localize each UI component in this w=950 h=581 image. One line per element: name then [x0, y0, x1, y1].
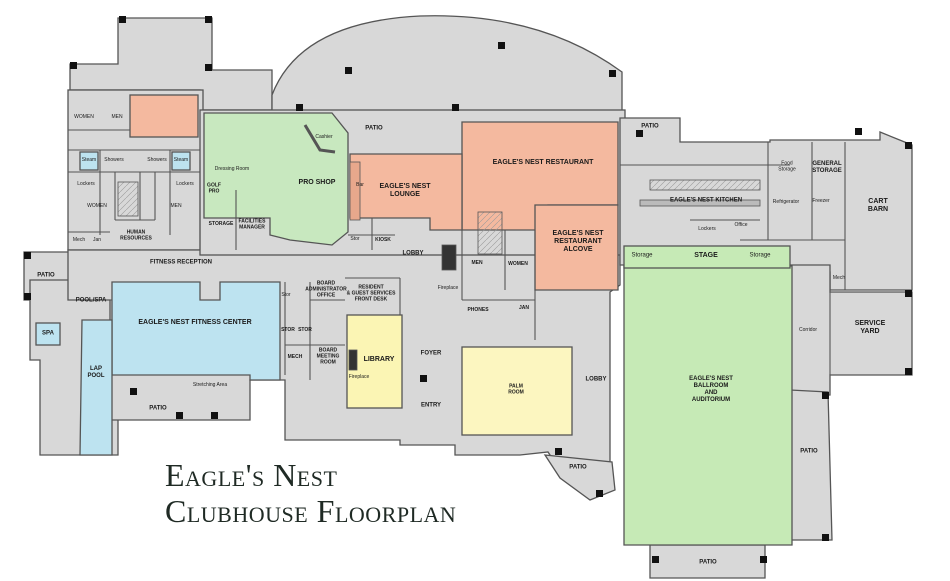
label-storage-stage-left: Storage — [631, 252, 653, 259]
patio-entry-area — [543, 454, 616, 501]
label-phones: PHONES — [467, 307, 489, 314]
label-kitchen: EAGLE'S NEST KITCHEN — [669, 197, 743, 204]
label-stor-lounge: Stor — [350, 236, 360, 243]
label-storage-stage-right: Storage — [749, 252, 771, 259]
label-human-resources: HUMAN RESOURCES — [120, 229, 152, 241]
label-facilities-manager: FACILITIES MANAGER — [238, 218, 266, 230]
columns — [24, 16, 912, 563]
label-fitness-center: EAGLE'S NEST FITNESS CENTER — [138, 318, 252, 326]
label-showers-left: Showers — [104, 157, 124, 164]
label-golf-pro: GOLF PRO — [207, 182, 221, 194]
cashier-counter — [303, 124, 336, 154]
label-freezer: Freezer — [812, 198, 830, 205]
label-showers-right: Showers — [147, 157, 167, 164]
label-foyer: FOYER — [420, 350, 442, 357]
palm-room-fill — [461, 346, 573, 436]
label-men-top: MEN — [111, 114, 123, 121]
label-fireplace-lobby: Fireplace — [437, 285, 459, 292]
label-board-admin: BOARD ADMINISTRATOR OFFICE — [305, 280, 347, 298]
label-stretching-area: Stretching Area — [192, 382, 228, 389]
label-refrigerator: Refrigerator — [772, 199, 800, 206]
label-stor-b: STOR — [298, 327, 312, 334]
label-pro-shop: PRO SHOP — [298, 178, 336, 186]
label-patio-entry: PATIO — [569, 464, 587, 471]
bar-counter — [349, 161, 361, 221]
lap-pool-fill — [79, 319, 113, 456]
label-board-meeting: BOARD MEETING ROOM — [316, 347, 340, 365]
interior-walls — [68, 129, 846, 380]
label-food-storage: Food Storage — [778, 160, 796, 172]
label-patio-fitness: PATIO — [149, 405, 167, 412]
fitness-center-fill — [111, 281, 281, 381]
label-lockers-right: Lockers — [176, 181, 194, 188]
label-patio-top: PATIO — [365, 125, 383, 132]
spa-fill — [35, 322, 61, 346]
label-men-center: MEN — [471, 260, 483, 267]
label-alcove: EAGLE'S NEST RESTAURANT ALCOVE — [552, 229, 604, 254]
label-jan-center: JAN — [518, 305, 530, 312]
steam-right-fill — [171, 151, 191, 171]
fireplace-library-block — [348, 349, 358, 371]
label-women-top: WOMEN — [74, 114, 94, 121]
label-bar: Bar — [356, 182, 364, 189]
label-fitness-reception: FITNESS RECEPTION — [149, 259, 213, 266]
title-line-2: Clubhouse Floorplan — [165, 492, 457, 529]
floorplan-title: Eagle's Nest Clubhouse Floorplan — [165, 457, 457, 530]
label-corridor: Corridor — [798, 327, 818, 334]
ballroom-fill — [623, 265, 793, 546]
label-patio-west: PATIO — [37, 272, 55, 279]
label-mech-center: MECH — [287, 354, 303, 361]
label-lap-pool: LAP POOL — [87, 366, 105, 379]
label-resident-services: RESIDENT & GUEST SERVICES FRONT DESK — [346, 284, 396, 302]
label-mech-west: Mech — [72, 237, 86, 244]
label-cart-barn: CART BARN — [867, 197, 889, 213]
label-patio-east: PATIO — [800, 448, 818, 455]
stair-west — [117, 181, 139, 217]
label-lounge: EAGLE'S NEST LOUNGE — [379, 182, 431, 198]
label-women-lower: WOMEN — [87, 203, 107, 210]
restaurant-west-fill — [129, 94, 199, 138]
label-lockers-left: Lockers — [77, 181, 95, 188]
label-stor-admin: Stor — [281, 292, 291, 299]
label-lobby-south: LOBBY — [585, 376, 607, 383]
label-patio-top-right: PATIO — [641, 123, 659, 130]
label-steam-right: Steam — [173, 157, 189, 164]
label-jan-west: Jan — [92, 237, 102, 244]
label-ballroom: EAGLE'S NEST BALLROOM AND AUDITORIUM — [689, 376, 733, 403]
steam-left-fill — [79, 151, 99, 171]
restroom-stalls — [477, 211, 503, 255]
label-mech-east: Mech — [832, 275, 846, 282]
label-office: Office — [734, 222, 748, 229]
label-storage-proshop: STORAGE — [208, 221, 234, 228]
label-cashier: Cashier — [315, 134, 333, 141]
label-fireplace-library: Fireplace — [348, 374, 370, 381]
label-lobby-north: LOBBY — [402, 250, 424, 257]
label-stor-a: STOR — [281, 327, 295, 334]
patio-east-area — [789, 389, 833, 541]
label-steam-left: Steam — [81, 157, 97, 164]
label-stage: STAGE — [694, 251, 718, 259]
kitchen-counter — [639, 199, 761, 207]
label-restaurant: EAGLE'S NEST RESTAURANT — [492, 158, 594, 166]
label-pool-spa: POOL/SPA — [75, 297, 107, 304]
label-patio-bottom: PATIO — [699, 559, 717, 566]
fireplace-lobby-block — [441, 244, 457, 271]
kitchen-line — [649, 179, 761, 191]
title-line-1: Eagle's Nest — [165, 457, 338, 493]
label-men-lower: MEN — [170, 203, 182, 210]
label-service-yard: SERVICE YARD — [854, 319, 886, 335]
label-women-center: WOMEN — [508, 261, 528, 268]
label-kiosk: KIOSK — [375, 237, 391, 244]
label-general-storage: GENERAL STORAGE — [812, 161, 842, 174]
label-dressing-room: Dressing Room — [214, 166, 250, 173]
label-entry: ENTRY — [420, 402, 442, 409]
fixtures — [117, 124, 761, 371]
label-library: LIBRARY — [363, 355, 395, 363]
label-spa: SPA — [42, 330, 54, 337]
label-palm-room: PALM ROOM — [508, 383, 524, 395]
label-lockers-kitchen: Lockers — [698, 226, 716, 233]
stage-fill — [623, 245, 791, 269]
